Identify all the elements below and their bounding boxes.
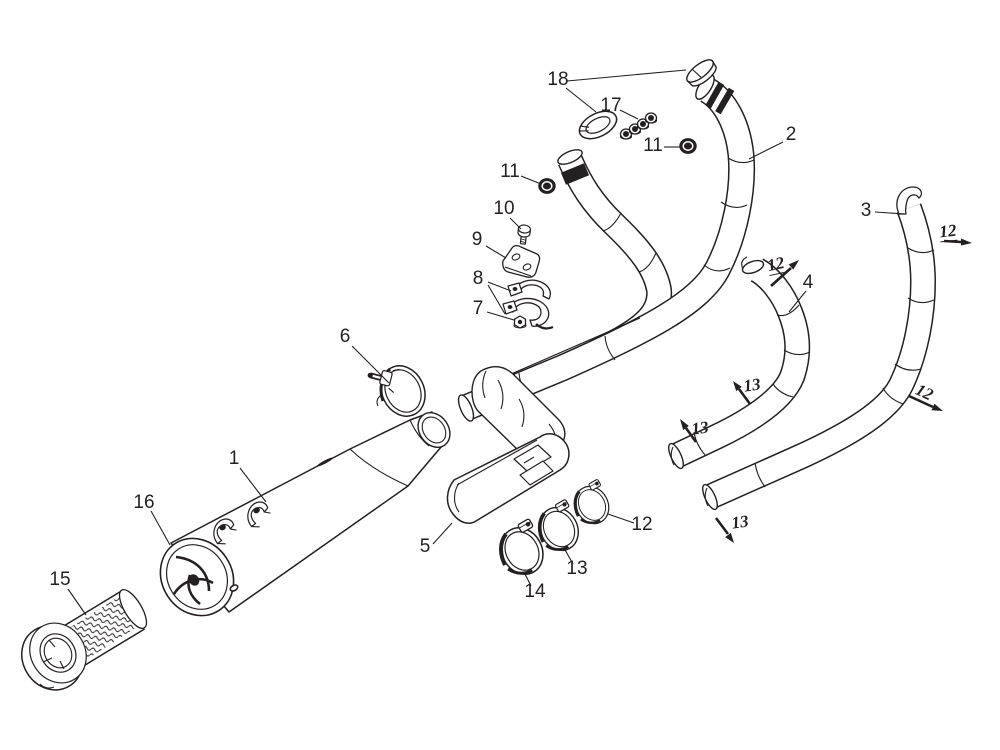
- t-bolt-clamp-6: [367, 365, 426, 417]
- part-label-14: 14: [524, 581, 546, 602]
- flow-label-12-b: 12: [938, 220, 958, 243]
- muffler-end-cap-16: [159, 537, 239, 617]
- part-label-16: 16: [133, 492, 155, 513]
- rivet-slot: [317, 457, 333, 467]
- baffle-15: [21, 588, 148, 691]
- part-label-3: 3: [860, 200, 872, 221]
- mount-bracket-9: [502, 244, 541, 278]
- part-label-12: 12: [631, 514, 653, 535]
- curved-pipe-4: [668, 256, 811, 470]
- rear-header-pipe-2: [457, 74, 756, 422]
- flow-label-13-a: 13: [742, 374, 762, 396]
- pipe-tip-opening: [741, 259, 765, 275]
- curved-pipe-3: [702, 186, 936, 511]
- flow-label-13-b: 13: [690, 417, 710, 439]
- pipe-tip-opening: [557, 149, 583, 165]
- drain-hole: [229, 584, 239, 592]
- heat-band: [560, 163, 590, 185]
- heat-shield-5: [446, 433, 570, 524]
- leader-lines: [67, 69, 906, 616]
- part-label-7: 7: [472, 298, 484, 319]
- heat-band: [705, 81, 725, 109]
- flow-label-13-c: 13: [730, 511, 750, 533]
- part-label-9: 9: [471, 229, 483, 250]
- part-label-18: 18: [547, 69, 569, 90]
- part-label-6: 6: [339, 326, 351, 347]
- muffler-body-1: [170, 411, 451, 613]
- part-label-17: 17: [600, 95, 622, 116]
- part-label-15: 15: [49, 569, 71, 590]
- exhaust-flange-upper: [686, 59, 717, 87]
- pipe-clamp-half-upper-8: [507, 279, 551, 300]
- collector-end-opening: [457, 394, 475, 422]
- part-label-13: 13: [566, 558, 588, 579]
- part-label-11-left: 11: [500, 161, 520, 182]
- muffler-inlet-opening: [417, 412, 451, 448]
- part-label-8: 8: [472, 268, 484, 289]
- flow-label-12-a: 12: [765, 252, 787, 277]
- flange-nut-7: [513, 315, 527, 329]
- part-label-1: 1: [228, 448, 240, 469]
- exhaust-flange-lower: [578, 110, 618, 140]
- part-label-5: 5: [419, 536, 431, 557]
- flow-arrows: [680, 238, 972, 543]
- pipe-clamp-half-lower-8: [502, 297, 554, 330]
- part-label-11-right: 11: [643, 135, 663, 156]
- part-label-10: 10: [493, 198, 515, 219]
- baffle-end-opening: [118, 588, 148, 630]
- pipe-tip-flare: [896, 186, 923, 215]
- part-label-4: 4: [802, 272, 814, 293]
- flange-nut-11-left: [538, 178, 556, 194]
- part-label-2: 2: [785, 124, 797, 145]
- heat-band: [715, 87, 735, 115]
- flange-nut-11-right: [679, 138, 697, 154]
- mount-bolt-10: [517, 224, 531, 245]
